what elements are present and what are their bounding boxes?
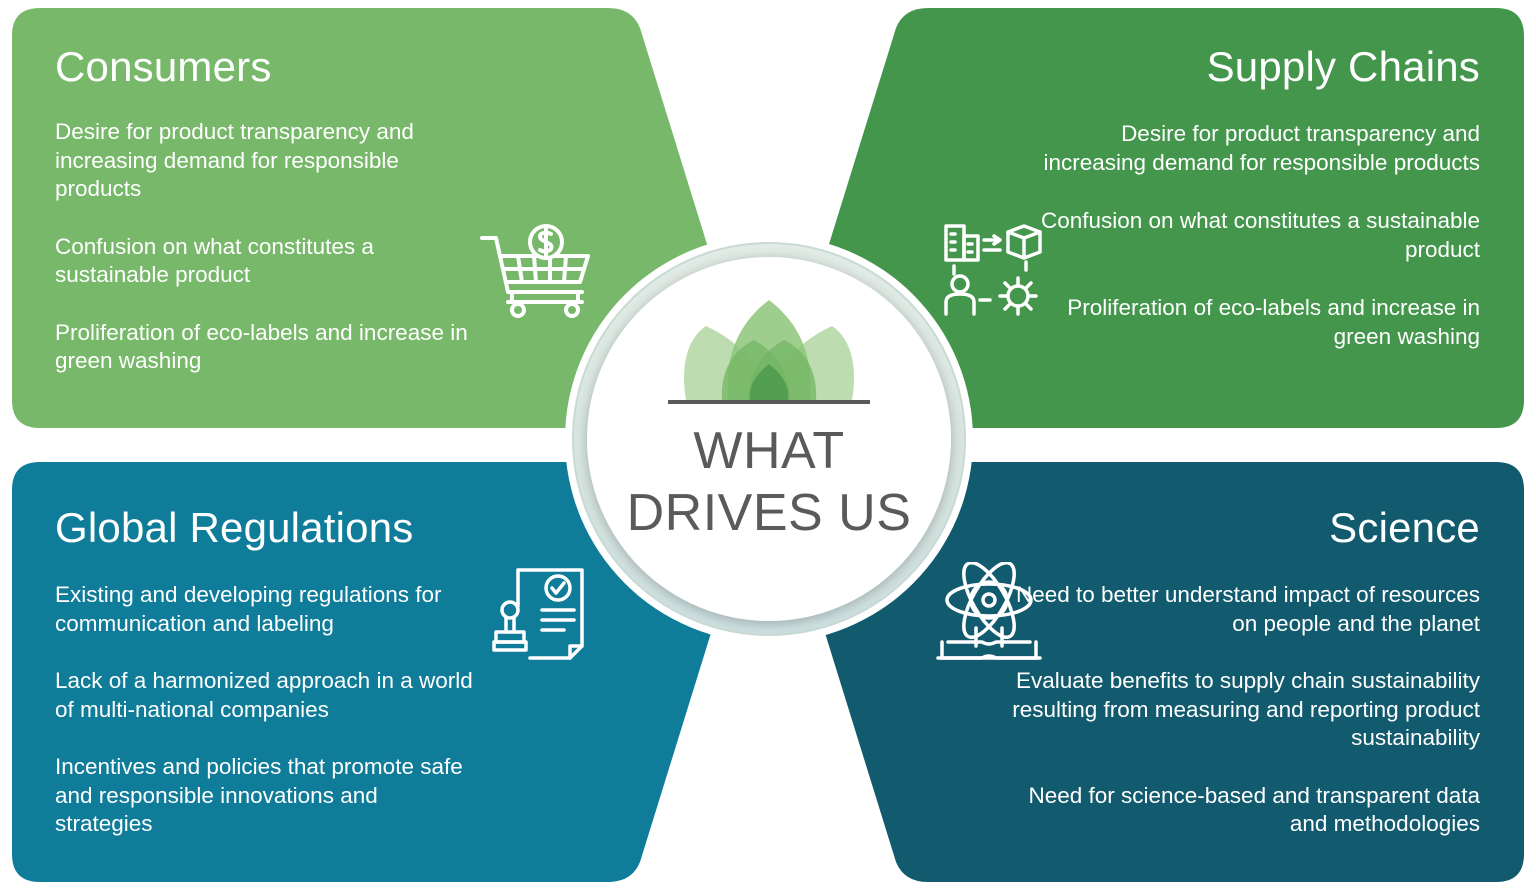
consumers-points: Desire for product transparency and incr… <box>55 118 475 376</box>
consumers-panel <box>12 8 764 428</box>
supply-chains-point-1: Desire for product transparency and incr… <box>1043 121 1481 175</box>
science-points: Need to better understand impact of reso… <box>1000 581 1480 839</box>
supply-chain-icon <box>940 222 1044 322</box>
consumers-point-1: Desire for product transparency and incr… <box>55 119 414 202</box>
supply-chains-panel <box>772 8 1524 428</box>
science-panel <box>772 462 1524 882</box>
science-point-3: Need for science-based and transparent d… <box>1028 782 1480 837</box>
global-regulations-point-2: Lack of a harmonized approach in a world… <box>55 668 473 722</box>
center-title-line2: DRIVES US <box>626 484 912 542</box>
consumers-section: Consumers Desire for product transparenc… <box>55 43 475 376</box>
consumers-point-2: Confusion on what constitutes a sustaina… <box>55 233 374 288</box>
global-regulations-points: Existing and developing regulations for … <box>55 581 475 839</box>
global-regulations-section: Global Regulations Existing and developi… <box>55 504 475 839</box>
global-regulations-title: Global Regulations <box>55 504 414 551</box>
supply-chains-point-3: Proliferation of eco-labels and increase… <box>1067 295 1480 349</box>
center-title: WHAT DRIVES US <box>604 420 934 544</box>
supply-chains-points: Desire for product transparency and incr… <box>1040 120 1480 351</box>
science-title: Science <box>1329 504 1480 551</box>
certificate-stamp-icon <box>490 566 590 662</box>
lotus-logo-icon <box>668 300 870 404</box>
science-point-2: Evaluate benefits to supply chain sustai… <box>1012 668 1480 751</box>
science-section: Science Need to better understand impact… <box>1000 504 1480 839</box>
consumers-title: Consumers <box>55 43 272 90</box>
atom-book-icon <box>936 561 1042 666</box>
global-regulations-panel <box>12 462 764 882</box>
center-title-line1: WHAT <box>693 422 845 480</box>
center-hub <box>565 235 973 643</box>
supply-chains-section: Supply Chains Desire for product transpa… <box>1040 43 1480 351</box>
supply-chains-point-2: Confusion on what constitutes a sustaina… <box>1040 208 1480 262</box>
science-point-1: Need to better understand impact of reso… <box>1015 582 1480 636</box>
consumers-point-3: Proliferation of eco-labels and increase… <box>55 319 468 374</box>
supply-chains-title: Supply Chains <box>1206 43 1480 90</box>
global-regulations-point-3: Incentives and policies that promote saf… <box>55 754 463 837</box>
global-regulations-point-1: Existing and developing regulations for … <box>55 582 442 636</box>
shopping-cart-dollar-icon <box>478 222 598 326</box>
